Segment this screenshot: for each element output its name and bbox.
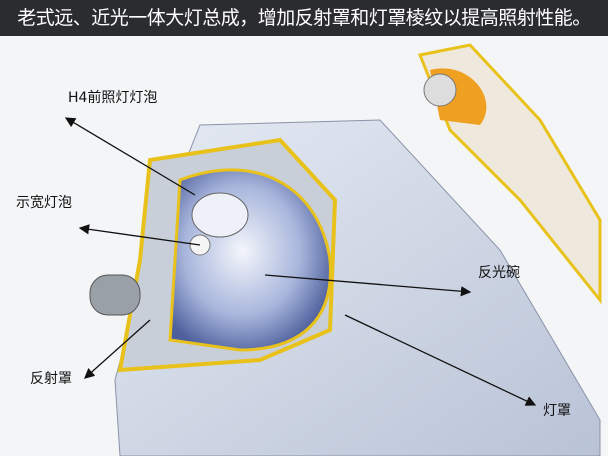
h4-bulb-shape <box>191 192 249 238</box>
connector-shape <box>89 274 141 316</box>
label-position-bulb: 示宽灯泡 <box>16 195 72 211</box>
arrow-lens <box>344 314 537 406</box>
label-reflector-bowl: 反光碗 <box>478 265 520 281</box>
arrow-reflector-bowl <box>264 274 472 297</box>
label-lens: 灯罩 <box>543 403 571 419</box>
label-h4-bulb: H4前照灯灯泡 <box>68 90 158 106</box>
arrow-h4-bulb <box>64 117 196 196</box>
arrow-reflector-cover <box>84 319 151 379</box>
arrow-position-bulb <box>78 224 201 246</box>
headlamp-diagram <box>64 43 602 456</box>
label-reflector-cover: 反射罩 <box>30 371 72 387</box>
title-bar: 老式远、近光一体大灯总成，增加反射罩和灯罩棱纹以提高照射性能。 <box>0 0 608 36</box>
